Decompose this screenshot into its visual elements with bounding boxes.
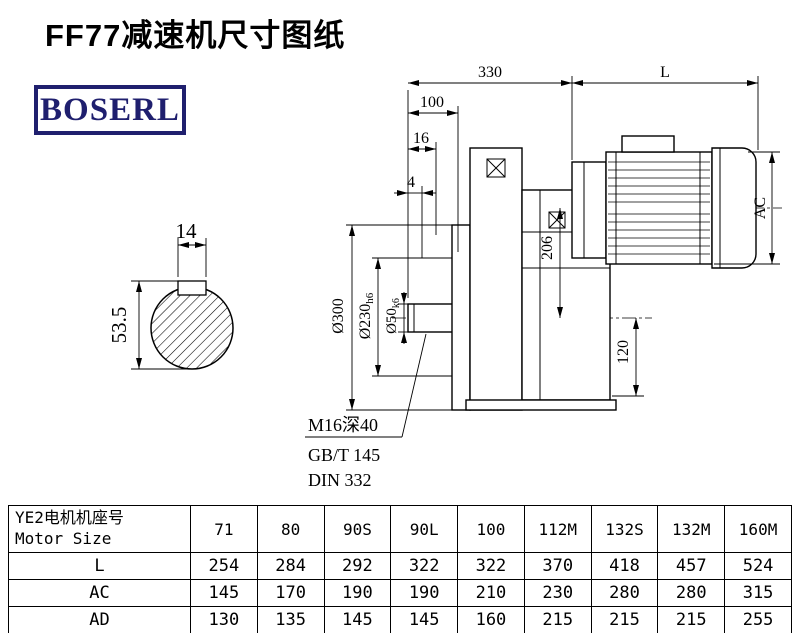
dim-206-label: 206 (539, 236, 556, 260)
dim-16 (408, 142, 437, 235)
table-cell: 370 (523, 552, 592, 580)
dim-dia50-label: Ø50k6 (384, 298, 402, 334)
table-cell: 215 (523, 606, 592, 633)
table-cell: 255 (724, 606, 792, 633)
table-cell: 215 (657, 606, 726, 633)
note-din: DIN 332 (308, 470, 372, 490)
table-cell: 292 (323, 552, 392, 580)
row-label: AD (8, 606, 191, 633)
dim-L-label: L (660, 64, 670, 81)
output-shaft (407, 303, 457, 333)
column-header: 160M (724, 505, 792, 553)
dim-4-label: 4 (407, 174, 415, 191)
dimension-drawing: 14 53.5 (107, 64, 782, 490)
dim-section-height-label: 53.5 (107, 307, 131, 344)
keyway-slot (177, 280, 207, 296)
motor-size-header: YE2电机机座号 Motor Size (8, 505, 191, 553)
leader-line (305, 333, 427, 438)
housing-front (469, 147, 523, 411)
flange (451, 224, 471, 411)
dim-AC-label: AC (752, 197, 769, 219)
table-cell: 457 (657, 552, 726, 580)
table-cell: 170 (256, 579, 325, 607)
table-cell: 524 (724, 552, 792, 580)
table-cell: 230 (523, 579, 592, 607)
page-title: FF77减速机尺寸图纸 (45, 18, 346, 53)
note-tap: M16深40 (308, 415, 378, 435)
column-header: 71 (190, 505, 258, 553)
table-row-AD: AD 130 135 145 145 160 215 215 215 255 (8, 606, 792, 633)
table-cell: 145 (390, 606, 459, 633)
table-cell: 280 (590, 579, 659, 607)
table-cell: 130 (190, 606, 258, 633)
column-header: 132S (590, 505, 659, 553)
dim-dia230 (372, 257, 452, 377)
motor-size-header-cn: YE2电机机座号 (15, 508, 124, 528)
table-cell: 215 (590, 606, 659, 633)
table-header-row: YE2电机机座号 Motor Size 71 80 90S 90L 100 11… (8, 505, 792, 553)
table-cell: 190 (390, 579, 459, 607)
bolt-hole-top (486, 158, 506, 178)
table-cell: 135 (256, 606, 325, 633)
gearbox-assembly (407, 135, 757, 411)
dim-330-label: 330 (478, 64, 502, 81)
table-cell: 284 (256, 552, 325, 580)
dim-100 (408, 106, 459, 252)
dim-330 (407, 76, 573, 298)
table-cell: 190 (323, 579, 392, 607)
brand-logo: BOSERL (34, 85, 186, 135)
table-cell: 315 (724, 579, 792, 607)
column-header: 80 (256, 505, 325, 553)
motor-fins (608, 161, 710, 255)
table-cell: 322 (390, 552, 459, 580)
table-row-L: L 254 284 292 322 322 370 418 457 524 (8, 552, 792, 580)
dim-key-width-label: 14 (176, 219, 198, 243)
table-cell: 210 (457, 579, 525, 607)
dim-dia230-label: Ø230h6 (357, 292, 376, 339)
motor-size-header-en: Motor Size (15, 529, 112, 548)
table-cell: 280 (657, 579, 726, 607)
dim-120 (612, 318, 644, 397)
dim-16-label: 16 (413, 130, 429, 147)
dim-key-width (177, 238, 207, 277)
table-cell: 145 (190, 579, 258, 607)
table-cell: 160 (457, 606, 525, 633)
note-gb: GB/T 145 (308, 445, 380, 465)
table-cell: 418 (590, 552, 659, 580)
dim-AC (714, 151, 780, 265)
column-header: 90L (390, 505, 459, 553)
dim-section-height (131, 280, 192, 370)
dim-L (572, 76, 759, 150)
fan-cover (711, 147, 757, 269)
table-cell: 254 (190, 552, 258, 580)
housing-feet (465, 399, 617, 411)
dim-4 (394, 186, 436, 258)
brand-logo-text: BOSERL (40, 91, 180, 128)
column-header: 112M (523, 505, 592, 553)
dim-100-label: 100 (420, 94, 444, 111)
shaft-section-view (150, 280, 234, 370)
dim-dia50 (398, 292, 410, 344)
table-cell: 145 (323, 606, 392, 633)
row-label: L (8, 552, 191, 580)
dim-dia300-label: Ø300 (330, 298, 347, 334)
column-header: 90S (323, 505, 392, 553)
motor-body (605, 151, 713, 265)
row-label: AC (8, 579, 191, 607)
dim-dia300 (346, 224, 452, 411)
motor-size-table: YE2电机机座号 Motor Size 71 80 90S 90L 100 11… (8, 505, 792, 633)
table-cell: 322 (457, 552, 525, 580)
table-row-AC: AC 145 170 190 190 210 230 280 280 315 (8, 579, 792, 607)
column-header: 132M (657, 505, 726, 553)
column-header: 100 (457, 505, 525, 553)
dim-120-label: 120 (615, 340, 632, 364)
shaft-bore-circle (150, 286, 234, 370)
motor-adapter (571, 161, 607, 259)
terminal-box (621, 135, 675, 153)
